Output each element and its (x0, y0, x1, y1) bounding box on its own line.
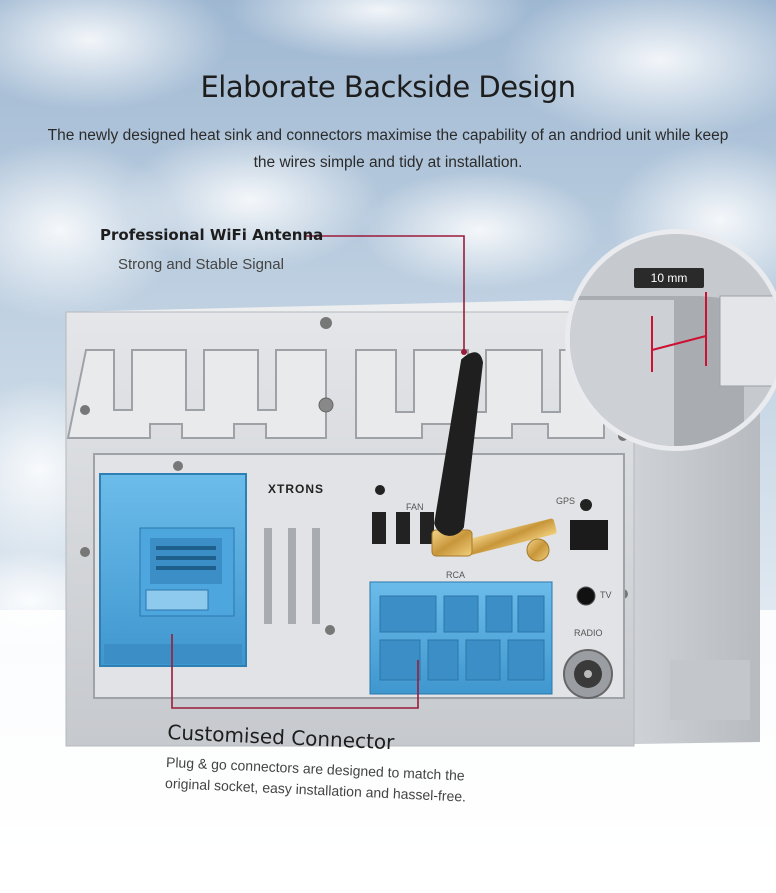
heat-sink (66, 349, 605, 439)
callout-lines (171, 235, 465, 709)
page-subtitle: The newly designed heat sink and connect… (47, 127, 729, 171)
wifi-callout-subtitle: Strong and Stable Signal (118, 256, 284, 273)
small-ports (372, 485, 608, 606)
main-blue-connector (99, 473, 247, 667)
brand-logo: XTRONS (268, 482, 325, 496)
wifi-antenna (431, 352, 557, 562)
radio-label: RADIO (574, 628, 603, 638)
radio-socket (563, 649, 613, 699)
connector-callout: Customised Connector Plug & go connector… (165, 720, 488, 808)
gps-label: GPS (556, 496, 576, 506)
wifi-callout-title: Professional WiFi Antenna (100, 226, 324, 244)
measurement-label: 10 mm (634, 268, 704, 288)
fan-label: FAN (406, 502, 424, 512)
tv-label: TV (600, 590, 612, 600)
vent-slots (264, 528, 320, 624)
page-title: Elaborate Backside Design (200, 70, 576, 104)
rca-blue-connector (369, 581, 553, 695)
rca-label: RCA (446, 570, 466, 580)
